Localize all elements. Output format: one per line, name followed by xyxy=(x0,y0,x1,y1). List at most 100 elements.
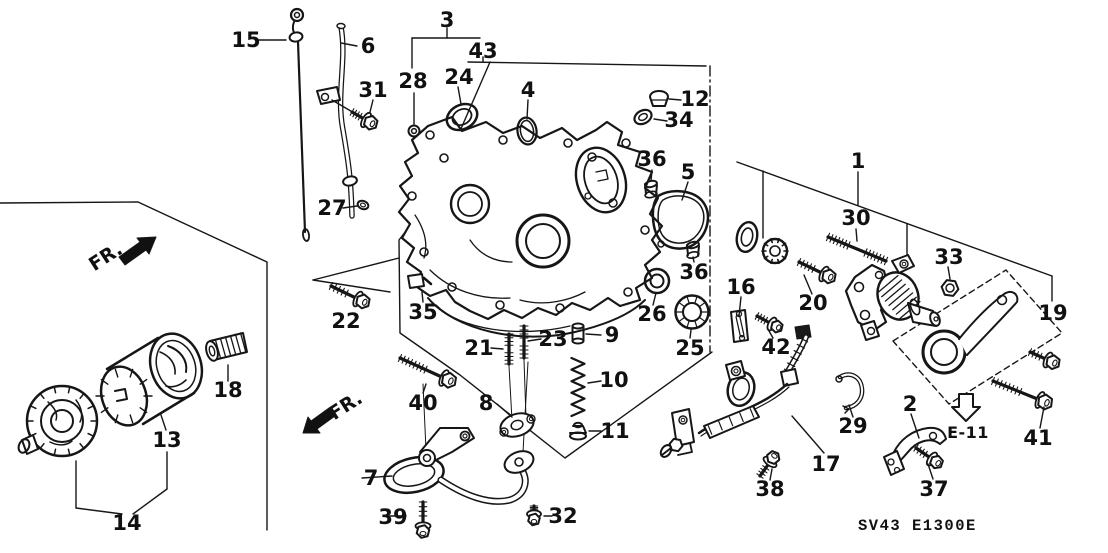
spring-10 xyxy=(570,356,586,418)
wrench-ring xyxy=(921,329,967,375)
harness-bracket-hole xyxy=(680,417,686,423)
seal-25-ticks xyxy=(679,317,685,322)
harness-bracket-tab xyxy=(675,442,693,456)
housing-bolt-hole xyxy=(621,138,631,148)
bolt-37 xyxy=(913,444,919,452)
leader-13 xyxy=(160,414,167,431)
housing-hole xyxy=(608,198,618,208)
gasket-8-ear xyxy=(499,427,509,437)
bolt-42 xyxy=(754,312,760,320)
housing-bolt-hole xyxy=(425,130,435,140)
filter-cover xyxy=(40,399,84,443)
pump-drum-ribs xyxy=(881,279,903,298)
diagram-shapes-layer xyxy=(0,7,1063,539)
pump-rotor-teeth xyxy=(763,242,769,247)
bolt-22 xyxy=(336,285,342,294)
nipple-18-threads xyxy=(219,337,227,358)
pump-flange xyxy=(844,263,891,333)
housing-hole xyxy=(587,152,597,162)
dipstick-loop xyxy=(289,7,305,23)
bolt-37 xyxy=(919,448,925,456)
part-label-36b: 36 xyxy=(679,260,708,284)
bolt-38 xyxy=(760,467,768,474)
housing-main-bore xyxy=(515,213,571,269)
filter-cover-scallop xyxy=(87,405,95,410)
oring-4 xyxy=(516,116,538,146)
part-label-37: 37 xyxy=(919,477,948,501)
stud-30 xyxy=(846,241,851,250)
oil-tube xyxy=(339,25,354,218)
bolt-20 xyxy=(797,260,826,276)
part-label-14: 14 xyxy=(112,511,141,535)
gasket-8-ear xyxy=(526,414,536,424)
leader-31 xyxy=(369,99,374,113)
leader-16 xyxy=(738,296,742,317)
seal-25 xyxy=(674,294,710,330)
bolt-20 xyxy=(811,265,816,273)
oil-filter-rim xyxy=(100,407,109,414)
part-label-15: 15 xyxy=(231,28,260,52)
pump-rotor-teeth xyxy=(770,258,774,265)
part-label-21: 21 xyxy=(464,336,493,360)
seat-11 xyxy=(569,431,587,441)
seal-25-ticks xyxy=(679,302,685,307)
pump-flange-hole xyxy=(853,281,865,293)
bolt-40 xyxy=(412,360,417,369)
bolt-19 xyxy=(1052,359,1058,367)
part-label-13: 13 xyxy=(152,428,181,452)
leader-4 xyxy=(526,99,529,120)
bolt-20 xyxy=(804,261,809,270)
oil-filter-13 xyxy=(105,336,160,371)
housing-bolt-hole xyxy=(447,282,457,292)
stud-30 xyxy=(873,252,878,262)
housing-side-bore xyxy=(457,191,483,217)
bolt-41 xyxy=(1018,387,1023,397)
oil-filter-13 xyxy=(141,391,196,426)
bracket-2-hole xyxy=(928,431,938,441)
leader-21 xyxy=(490,347,504,350)
bracket-2-tab-hole xyxy=(893,466,901,474)
dowel-36-upper xyxy=(644,190,658,199)
thrust-washer xyxy=(740,227,754,247)
pump-snout-tip xyxy=(929,311,941,327)
leader-29 xyxy=(848,404,854,418)
bolt-40 xyxy=(401,355,406,364)
strainer-cap xyxy=(392,463,436,487)
leader-10 xyxy=(587,380,602,384)
part-labels-layer: 1234567891011121314151617181920212223242… xyxy=(112,8,1067,535)
dowel-36-upper xyxy=(644,183,647,195)
leader-25 xyxy=(689,329,692,339)
stud-30 xyxy=(863,248,868,257)
nipple-18-end xyxy=(208,345,216,357)
wrench-handle-hole xyxy=(996,294,1008,306)
bolt-42 xyxy=(763,316,769,325)
part-label-2: 2 xyxy=(903,392,918,416)
part-label-36a: 36 xyxy=(637,147,666,171)
part-label-29: 29 xyxy=(838,414,867,438)
leader-7 xyxy=(361,475,393,479)
oil-filter-13 xyxy=(155,339,197,393)
part-label-18: 18 xyxy=(213,378,242,402)
part-label-16: 16 xyxy=(726,275,755,299)
leader-33 xyxy=(947,266,951,280)
pump-flange-hole xyxy=(859,309,871,321)
housing-seal-plate xyxy=(574,146,628,214)
bracket-1 xyxy=(736,161,1053,277)
strainer-flange-hole xyxy=(514,457,524,467)
bolt-42 xyxy=(757,313,763,322)
axis-line xyxy=(522,361,529,453)
housing-detail xyxy=(429,269,511,299)
housing-bolt-hole xyxy=(495,300,505,310)
bolt-22 xyxy=(361,298,368,306)
harness-left-sensor xyxy=(661,447,672,456)
stud-30 xyxy=(880,255,885,264)
bolt-19 xyxy=(1031,349,1036,358)
filter-cover xyxy=(50,409,74,433)
dipstick-neck xyxy=(291,21,295,34)
dipstick-blade xyxy=(296,40,307,234)
wrench-handle xyxy=(958,291,1019,356)
part-label-17: 17 xyxy=(811,452,840,476)
dipstick-loop xyxy=(293,11,301,19)
housing-detail xyxy=(414,214,427,259)
bracket-16-hole xyxy=(738,334,746,342)
